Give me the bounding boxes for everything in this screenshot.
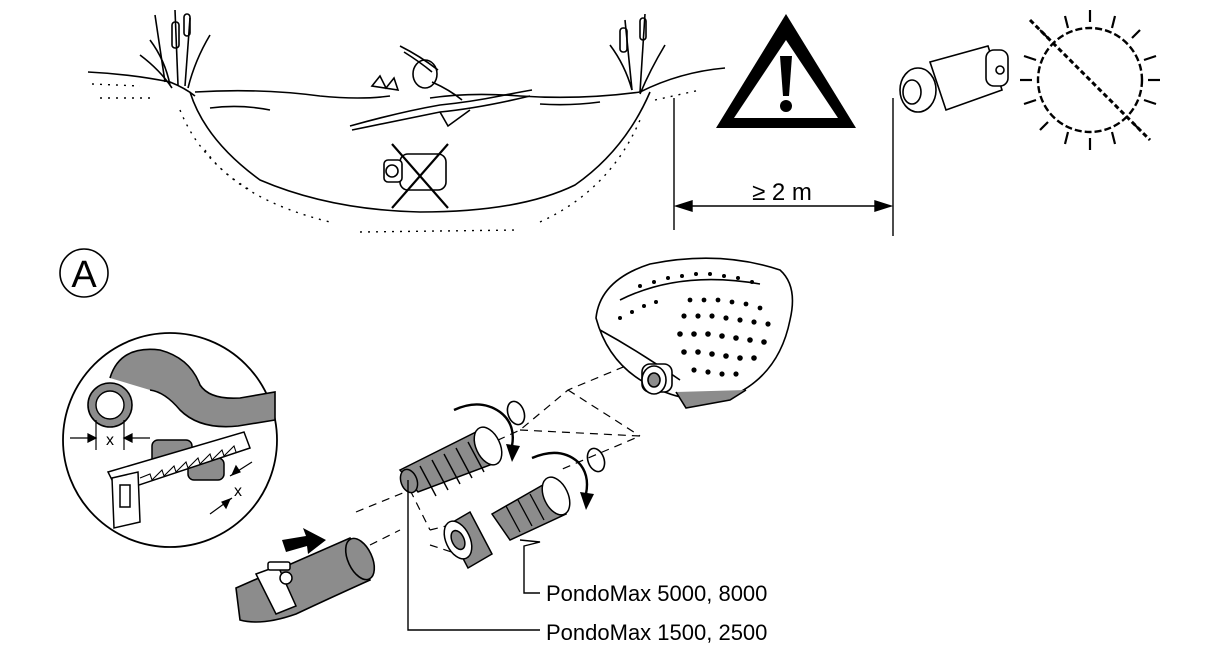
hose-connector-small bbox=[490, 476, 571, 541]
hose-clamp bbox=[254, 561, 298, 615]
saw-detail: x x bbox=[62, 332, 278, 548]
distance-dimension bbox=[673, 98, 894, 236]
saw-icon bbox=[106, 431, 251, 529]
assembly-guides bbox=[355, 359, 641, 561]
hose-connector-large bbox=[398, 426, 503, 497]
crossed-pump-icon bbox=[383, 143, 449, 209]
push-arrow-icon bbox=[282, 528, 326, 554]
distance-label: ≥ 2 m bbox=[752, 179, 812, 206]
warning-triangle-icon bbox=[716, 14, 856, 128]
rotation-arrow-icon bbox=[453, 403, 514, 447]
callout-lines bbox=[407, 480, 541, 631]
swivel-nut bbox=[443, 510, 493, 570]
o-ring bbox=[506, 400, 526, 426]
reeds-right bbox=[609, 13, 666, 95]
o-ring-2 bbox=[586, 447, 606, 473]
rotation-arrow-icon-2 bbox=[531, 451, 589, 495]
swimmer bbox=[349, 45, 533, 131]
callout-label-pondomax-5000-8000: PondoMax 5000, 8000 bbox=[546, 581, 767, 606]
reeds-left bbox=[139, 9, 211, 89]
panel-a-badge: A bbox=[59, 248, 109, 298]
pump-body bbox=[595, 257, 794, 409]
panel-label: A bbox=[71, 254, 97, 296]
crossed-sun-icon bbox=[1020, 10, 1160, 150]
cut-mark-label: x bbox=[106, 432, 114, 449]
pond-scene bbox=[87, 9, 726, 233]
callout-label-pondomax-1500-2500: PondoMax 1500, 2500 bbox=[546, 620, 767, 645]
pump-icon bbox=[899, 45, 1009, 113]
cut-mark-label-2: x bbox=[234, 483, 242, 500]
